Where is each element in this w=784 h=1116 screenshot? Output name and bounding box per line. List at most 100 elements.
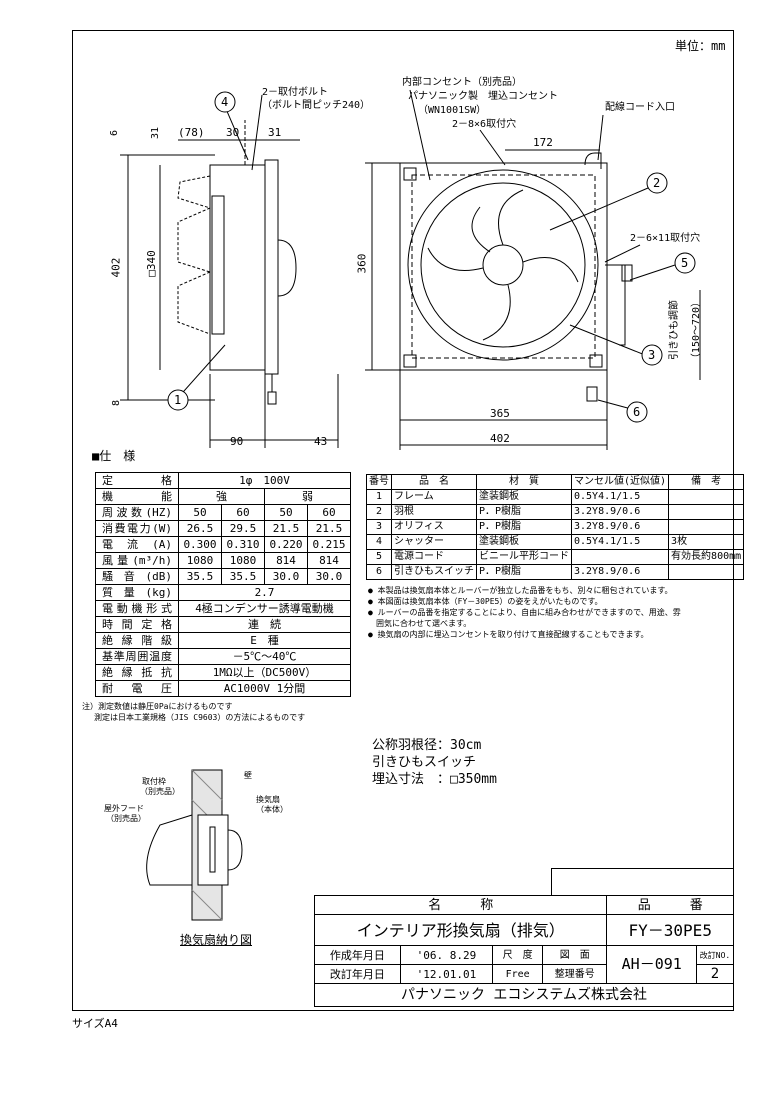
- unit-label: 単位：mm: [675, 39, 726, 53]
- fan-orifice: [420, 182, 586, 348]
- parts-cell: 6: [366, 564, 392, 580]
- callout-4: [214, 91, 236, 113]
- spec-label: 定格: [95, 472, 179, 489]
- company-name: パナソニック エコシステムズ株式会社: [314, 983, 734, 1007]
- spec-value: AC1000V 1分間: [178, 680, 351, 697]
- spec-label: 機能: [95, 488, 179, 505]
- callout-5: [674, 252, 696, 274]
- note-item: ● 換気扇の内部に埋込コンセントを取り付けて直接配線することもできます。: [368, 630, 649, 639]
- pull-switch-front: [586, 386, 598, 402]
- spec-label: 絶縁抵抗: [95, 664, 179, 681]
- spec-value: 強: [178, 488, 265, 505]
- parts-cell: [668, 564, 745, 580]
- spec-value: 29.5: [221, 520, 265, 537]
- parts-cell: 塗装鋼板: [476, 534, 572, 550]
- holes-top-note: 2－8×6取付穴: [452, 119, 517, 130]
- dim-31-left: 31: [150, 126, 162, 140]
- product-name: インテリア形換気扇（排気）: [313, 914, 608, 946]
- outlet-note-3: （WN1001SW）: [418, 105, 487, 116]
- spec-value: 1MΩ以上（DC500V）: [178, 664, 351, 681]
- spec-label: 質量(kg): [95, 584, 179, 601]
- parts-cell: 3枚: [668, 534, 745, 550]
- spec-label: 基準周囲温度: [95, 648, 179, 665]
- spec-label: 電動機形式: [95, 600, 179, 617]
- parts-cell: 1: [366, 489, 392, 505]
- parts-cell: 0.5Y4.1/1.5: [570, 489, 670, 505]
- ref-label: 整理番号: [542, 964, 608, 984]
- inner-dashed: [411, 174, 596, 359]
- parts-cell: 引きひもスイッチ: [391, 564, 477, 580]
- fan-blades: [427, 189, 579, 341]
- spec-value: 1080: [221, 552, 265, 569]
- spec-label: 電流(A): [95, 536, 179, 553]
- parts-cell: シャッター: [391, 534, 477, 550]
- note-item: ● ルーバーの品番を指定することにより、自由に組み合わせができますので、用途、雰: [368, 608, 681, 617]
- label-frame-2: （別売品）: [140, 787, 180, 796]
- parts-cell: オリフィス: [391, 519, 477, 535]
- created-value: '06. 8.29: [399, 945, 494, 965]
- spec-value: －5℃～40℃: [178, 648, 351, 665]
- parts-cell: 塗装鋼板: [476, 489, 572, 505]
- parts-cell: フレーム: [391, 489, 477, 505]
- spec-row: 機能強弱: [95, 488, 351, 505]
- spec-value: 21.5: [264, 520, 308, 537]
- spec-value: 1080: [178, 552, 222, 569]
- spec-label: 消費電力(W): [95, 520, 179, 537]
- callout-2-text: 2: [653, 176, 661, 190]
- motor-bulge: [277, 239, 297, 297]
- parts-cell: 羽根: [391, 504, 477, 520]
- spec-label: 時間定格: [95, 616, 179, 633]
- dim-90: 90: [230, 435, 244, 448]
- holes-side-note: 2－6×11取付穴: [630, 233, 701, 244]
- callout-6: [626, 401, 648, 423]
- plug: [621, 264, 633, 282]
- dim-172: 172: [533, 136, 553, 149]
- parts-cell: [570, 549, 670, 565]
- bolt-note-2: （ボルト間ピッチ240）: [262, 100, 371, 111]
- switch-section: [209, 826, 216, 873]
- title-block-top-box: [551, 868, 734, 896]
- spec-row: 質量(kg)2.7: [95, 584, 351, 601]
- spec-value: 60: [307, 504, 351, 521]
- note-item: ● 本製品は換気扇本体とルーバーが独立した品番をもち、別々に梱包されています。: [368, 586, 673, 595]
- parts-header: 品 名: [391, 474, 477, 490]
- dim-43: 43: [314, 435, 328, 448]
- spec-value: 814: [264, 552, 308, 569]
- spec-value: 814: [307, 552, 351, 569]
- spec-value: E 種: [178, 632, 351, 649]
- spec-heading: ■仕 様: [92, 449, 136, 463]
- spec-label: 絶縁階級: [95, 632, 179, 649]
- spec-value: 連 続: [178, 616, 351, 633]
- nominal-diameter: 公称羽根径：30cm: [372, 738, 482, 753]
- outdoor-hood: [146, 814, 193, 886]
- parts-header: 番号: [366, 474, 392, 490]
- dim-402-height: 402: [109, 257, 123, 278]
- summary-block: 公称羽根径：30cm 引きひもスイッチ 埋込寸法 ：□350mm: [372, 737, 497, 788]
- spec-value: 0.310: [221, 536, 265, 553]
- spec-label: 騒音(dB): [95, 568, 179, 585]
- spec-value: 弱: [264, 488, 351, 505]
- cord-inlet: [584, 152, 602, 169]
- spec-value: 1φ 100V: [178, 472, 351, 489]
- spec-value: 50: [264, 504, 308, 521]
- number-header: 品 番: [606, 895, 734, 915]
- rev-value: 2: [696, 964, 734, 984]
- spec-value: 0.215: [307, 536, 351, 553]
- callout-circles-front: [626, 172, 696, 423]
- callout-6-text: 6: [633, 405, 641, 419]
- scale-value: Free: [492, 964, 544, 984]
- callout-5-text: 5: [681, 256, 689, 270]
- cord-inlet-note: 配線コード入口: [605, 102, 675, 113]
- parts-cell: 2: [366, 504, 392, 520]
- dim-360: 360: [355, 253, 369, 274]
- scale-label: 尺 度: [492, 945, 544, 965]
- installation-diagram: [146, 769, 243, 921]
